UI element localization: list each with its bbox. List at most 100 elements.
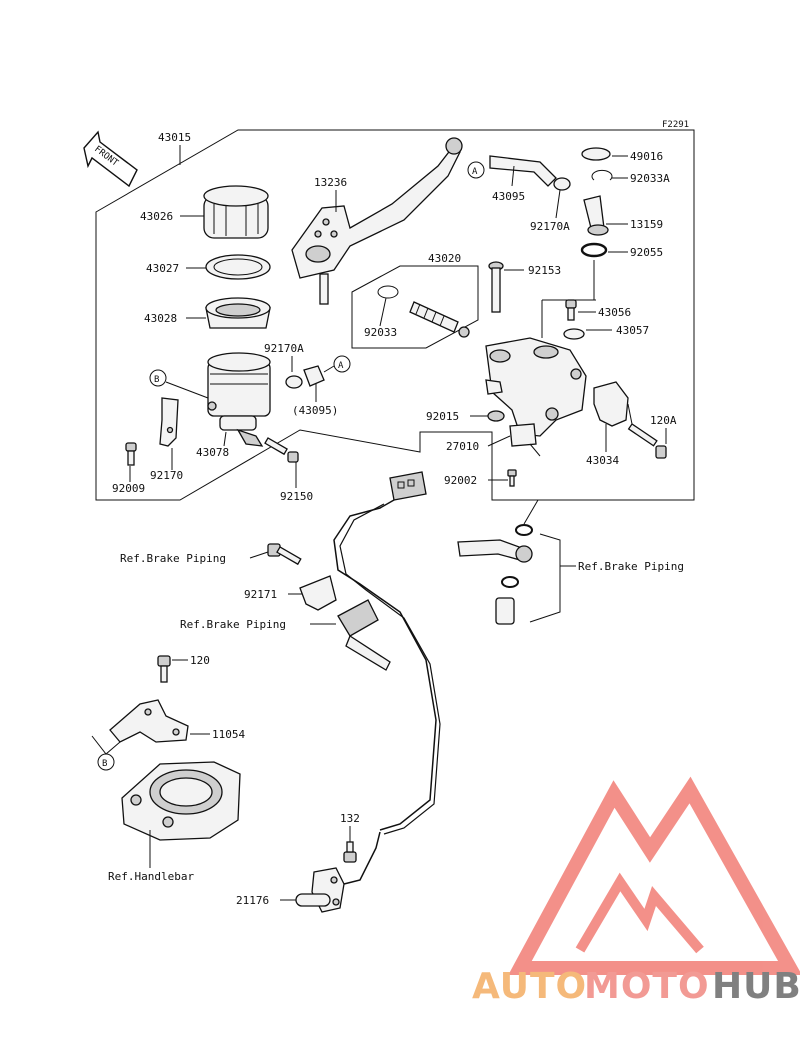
part-label-92170: 92170 <box>150 469 183 482</box>
handlebar-clamp <box>593 381 629 427</box>
part-label-92033: 92033 <box>364 326 397 339</box>
part-label-132: 132 <box>340 812 360 825</box>
part-label-21176: 21176 <box>236 894 269 907</box>
banjo-bolt <box>267 543 302 566</box>
part-label-49016: 49016 <box>630 150 663 163</box>
part-label-92153: 92153 <box>528 264 561 277</box>
part-label-92170a-right: 92170A <box>530 220 570 233</box>
o-ring-92055 <box>580 242 608 258</box>
ref-brake-piping-left: Ref.Brake Piping <box>120 552 226 565</box>
part-label-43034: 43034 <box>586 454 619 467</box>
bracket-92171 <box>299 575 337 611</box>
leader-line <box>323 365 335 373</box>
leader-line <box>627 403 633 425</box>
part-label-13159: 13159 <box>630 218 663 231</box>
brake-switch <box>509 423 541 457</box>
leader-line <box>249 551 269 559</box>
part-label-43056: 43056 <box>598 306 631 319</box>
part-label-43095: 43095 <box>492 190 525 203</box>
leader-line <box>523 499 539 525</box>
bolt-120a <box>627 423 667 459</box>
hose-clamp-left <box>285 365 325 389</box>
part-label-92170a-left: 92170A <box>264 342 304 355</box>
front-arrow-icon: FRONT <box>83 130 138 188</box>
ref-handlebar: Ref.Handlebar <box>108 870 194 883</box>
nut-92015 <box>487 410 505 422</box>
callout-a-mid: A <box>338 361 344 371</box>
leader-line <box>487 435 511 447</box>
leader-line <box>223 431 227 447</box>
part-label-120a: 120A <box>650 414 677 427</box>
part-label-11054: 11054 <box>212 728 245 741</box>
diaphragm <box>205 297 271 329</box>
part-label-92055: 92055 <box>630 246 663 259</box>
part-label-92009: 92009 <box>112 482 145 495</box>
bracket-11054 <box>109 699 189 743</box>
reservoir-hose <box>489 155 557 187</box>
master-cylinder-body <box>485 337 587 437</box>
svg-text:AUTO: AUTO <box>472 966 587 1007</box>
figure-code: F2291 <box>662 120 689 130</box>
ref-brake-piping-mid: Ref.Brake Piping <box>180 618 286 631</box>
part-label-92002: 92002 <box>444 474 477 487</box>
bolt-120 <box>157 655 171 683</box>
svg-text:MOTO: MOTO <box>584 966 710 1007</box>
leader-line <box>91 735 121 755</box>
watermark-logo <box>508 776 800 975</box>
callout-b-low: B <box>102 759 107 769</box>
hose-fitting-13159 <box>583 195 609 236</box>
banjo-fitting <box>457 524 533 625</box>
reservoir-cap <box>203 185 269 239</box>
part-label-92150: 92150 <box>280 490 313 503</box>
callout-a-top: A <box>472 167 478 177</box>
part-label-43078: 43078 <box>196 446 229 459</box>
part-label-43095-paren: (43095) <box>292 404 338 417</box>
bolt-92150 <box>264 437 299 463</box>
switch-wire <box>333 499 437 831</box>
part-label-43020: 43020 <box>428 252 461 265</box>
bolt-92009 <box>125 442 137 466</box>
assembly-boundary <box>95 129 695 501</box>
switch-wire-2 <box>339 503 441 835</box>
bolt-132 <box>343 841 357 863</box>
part-label-43028: 43028 <box>144 312 177 325</box>
callout-b: B <box>154 375 159 385</box>
ref-brake-piping-right: Ref.Brake Piping <box>578 560 684 573</box>
sensor-21176 <box>295 831 381 913</box>
part-label-13236: 13236 <box>314 176 347 189</box>
leader-line <box>379 297 387 327</box>
callout-circle-a-top <box>467 161 485 179</box>
part-label-43026: 43026 <box>140 210 173 223</box>
part-label-43027: 43027 <box>146 262 179 275</box>
screw-92002 <box>507 469 517 487</box>
callout-circle-b <box>149 369 167 387</box>
callout-circle-a <box>333 355 351 373</box>
part-label-43015: 43015 <box>158 131 191 144</box>
brake-hose-fitting <box>337 599 391 671</box>
part-label-92171: 92171 <box>244 588 277 601</box>
part-label-27010: 27010 <box>446 440 479 453</box>
gasket-inner <box>213 258 263 276</box>
fluid-reservoir <box>207 352 271 447</box>
reservoir-bracket <box>159 397 179 447</box>
cap-49016 <box>581 147 611 161</box>
svg-text:HUB: HUB <box>712 966 800 1007</box>
part-label-92033a: 92033A <box>630 172 670 185</box>
leader-line <box>165 381 209 399</box>
watermark-text: AUTO MOTO HUB <box>472 966 800 1007</box>
handlebar-housing <box>121 761 241 841</box>
piston-assembly <box>377 285 470 338</box>
switch-connector <box>389 471 427 501</box>
part-label-120: 120 <box>190 654 210 667</box>
leader-line <box>511 165 515 187</box>
bleeder-43056 <box>565 299 577 321</box>
clip-92033a <box>591 169 613 181</box>
part-label-43057: 43057 <box>616 324 649 337</box>
hose-clamp-right <box>553 177 571 191</box>
screw-92153 <box>488 261 504 313</box>
part-label-92015: 92015 <box>426 410 459 423</box>
piston-kit-frame <box>351 265 479 349</box>
brake-lever <box>291 137 463 305</box>
bracket-line <box>529 533 561 623</box>
